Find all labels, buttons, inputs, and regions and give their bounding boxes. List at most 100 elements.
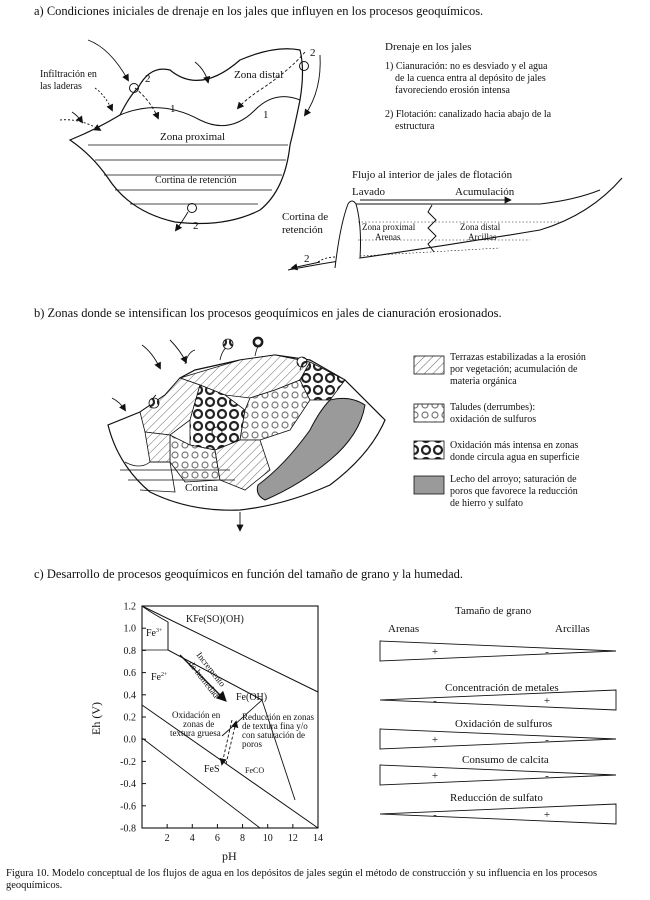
drenaje-item-2-line-2: estructura xyxy=(395,121,435,132)
infiltracion-label-1: Infiltración en xyxy=(40,69,97,80)
grain-wedges: +--++-+--+ xyxy=(379,640,617,825)
grain-wedge xyxy=(379,689,617,711)
panel-b-erosion-block xyxy=(107,336,386,532)
zona-distal-label: Zona distal xyxy=(234,69,283,81)
ph-axis-ticks: 2 4 6 8 10 12 14 xyxy=(165,824,323,844)
legend-swatch-rings xyxy=(413,440,445,460)
bar-label-sulfato: Reducción de sulfato xyxy=(450,792,543,804)
eh-tick-label: 0.6 xyxy=(124,668,137,679)
fes2-label: FeS xyxy=(204,764,220,775)
ph-tick-label: 14 xyxy=(313,833,323,844)
arenas-flot: Arenas xyxy=(375,232,401,242)
cortina-retencion-flot-1: Cortina de xyxy=(282,211,328,223)
reduccion-label-4: poros xyxy=(242,739,262,749)
legend-gray-2: poros que favorece la reducción xyxy=(450,486,578,497)
infiltracion-label-2: las laderas xyxy=(40,81,82,92)
reduccion-label-2: de textura fina y/o xyxy=(242,721,308,731)
acumulacion-label: Acumulación xyxy=(455,186,515,198)
grain-wedge xyxy=(379,728,617,750)
ph-tick-label: 6 xyxy=(215,833,220,844)
oxidacion-label-2: zonas de xyxy=(183,719,214,729)
reduccion-label-1: Reducción en zonas xyxy=(242,712,314,722)
wedge-sign: + xyxy=(432,770,438,782)
arenas-label: Arenas xyxy=(388,623,419,635)
eh-tick-label: -0.4 xyxy=(120,779,136,790)
section-a-title: a) Condiciones iniciales de drenaje en l… xyxy=(34,4,483,18)
eh-axis-ticks: 1.21.00.80.60.40.20.0-0.2-0.4-0.6-0.8 xyxy=(120,602,146,835)
ph-tick-label: 4 xyxy=(190,833,195,844)
lavado-label: Lavado xyxy=(352,186,385,198)
ph-tick-label: 8 xyxy=(240,833,245,844)
legend-dots-2: oxidación de sulfuros xyxy=(450,414,536,425)
flujo-interior-title: Flujo al interior de jales de flotación xyxy=(352,169,513,181)
flow-number-2c: 2 xyxy=(193,220,199,232)
section-c-title: c) Desarrollo de procesos geoquímicos en… xyxy=(34,567,463,581)
figure-caption: Figura 10. Modelo conceptual de los fluj… xyxy=(6,868,598,891)
cortina-retencion-label: Cortina de retención xyxy=(155,175,237,186)
fe3-label: Fe3+ xyxy=(146,628,163,639)
eh-axis-label: Eh (V) xyxy=(89,702,103,735)
eh-tick-label: 0.4 xyxy=(124,690,137,701)
wedge-sign: + xyxy=(544,695,550,707)
zona-proximal-label: Zona proximal xyxy=(160,131,225,143)
plot-frame xyxy=(141,605,319,829)
feoh3-label: Fe(OH) xyxy=(236,692,267,703)
grain-wedge xyxy=(379,640,617,662)
drenaje-item-1-line-2: de la cuenca entra al depósito de jales xyxy=(395,73,546,84)
oxidacion-label-3: textura gruesa xyxy=(170,728,221,738)
legend-hatch-3: materia orgánica xyxy=(450,376,517,387)
legend-swatch-hatch xyxy=(413,355,445,375)
feco3-label: FeCO xyxy=(245,766,264,775)
panel-b-legend xyxy=(413,355,445,495)
bar-label-oxidacion: Oxidación de sulfuros xyxy=(455,718,552,730)
flow-number-2b: 2 xyxy=(310,47,316,59)
flow-number-1a: 1 xyxy=(170,103,176,115)
legend-hatch-1: Terrazas estabilizadas a la erosión xyxy=(450,352,586,363)
flotacion-diagram xyxy=(287,177,623,271)
eh-tick-label: 0.8 xyxy=(124,646,137,657)
legend-rings-1: Oxidación más intensa en zonas xyxy=(450,440,578,451)
drenaje-item-1-line-3: favoreciendo erosión intensa xyxy=(395,85,511,96)
wedge-sign: - xyxy=(545,734,549,746)
ph-axis-label: pH xyxy=(222,849,237,863)
jarosite-label: KFe(SO)(OH) xyxy=(186,614,244,625)
ph-tick-label: 12 xyxy=(288,833,298,844)
flow-number-1b: 1 xyxy=(263,109,269,121)
wedge-sign: - xyxy=(545,646,549,658)
legend-hatch-2: por vegetación; acumulación de xyxy=(450,364,578,375)
wedge-sign: + xyxy=(544,809,550,821)
drenaje-item-2-line-1: 2) Flotación: canalizado hacia abajo de … xyxy=(385,109,552,120)
arcillas-flot: Arcillas xyxy=(468,232,497,242)
arcillas-label: Arcillas xyxy=(555,623,590,635)
ph-tick-label: 10 xyxy=(263,833,273,844)
eh-tick-label: -0.2 xyxy=(120,757,136,768)
eh-ph-diagram xyxy=(141,605,319,829)
eh-tick-label: 1.0 xyxy=(124,624,137,635)
legend-swatch-dots xyxy=(413,403,445,423)
grain-wedge xyxy=(379,803,617,825)
wedge-sign: - xyxy=(433,695,437,707)
wedge-sign: + xyxy=(432,734,438,746)
bar-label-calcita: Consumo de calcita xyxy=(462,754,549,766)
oxidacion-label-1: Oxidación en xyxy=(172,710,221,720)
reduccion-label-3: con saturación de xyxy=(242,730,305,740)
grain-wedge xyxy=(379,764,617,786)
eh-tick-label: 1.2 xyxy=(124,602,137,613)
bar-label-metales: Concentración de metales xyxy=(445,682,559,694)
legend-swatch-gray xyxy=(413,475,445,495)
grain-size-title: Tamaño de grano xyxy=(455,605,532,617)
wedge-sign: + xyxy=(432,646,438,658)
legend-dots-1: Taludes (derrumbes): xyxy=(450,402,535,413)
section-b-title: b) Zonas donde se intensifican los proce… xyxy=(34,306,502,320)
wedge-sign: - xyxy=(545,770,549,782)
fe2-label: Fe2+ xyxy=(151,672,168,683)
eh-tick-label: -0.8 xyxy=(120,824,136,835)
drenaje-item-1-line-1: 1) Cianuración: no es desviado y el agua xyxy=(385,61,548,72)
panel-a-cross-section xyxy=(59,39,321,232)
ph-tick-label: 2 xyxy=(165,833,170,844)
cortina-label: Cortina xyxy=(185,482,218,494)
flow-number-2a: 2 xyxy=(145,73,151,85)
legend-rings-2: donde circula agua en superficie xyxy=(450,452,580,463)
eh-tick-label: -0.6 xyxy=(120,801,136,812)
